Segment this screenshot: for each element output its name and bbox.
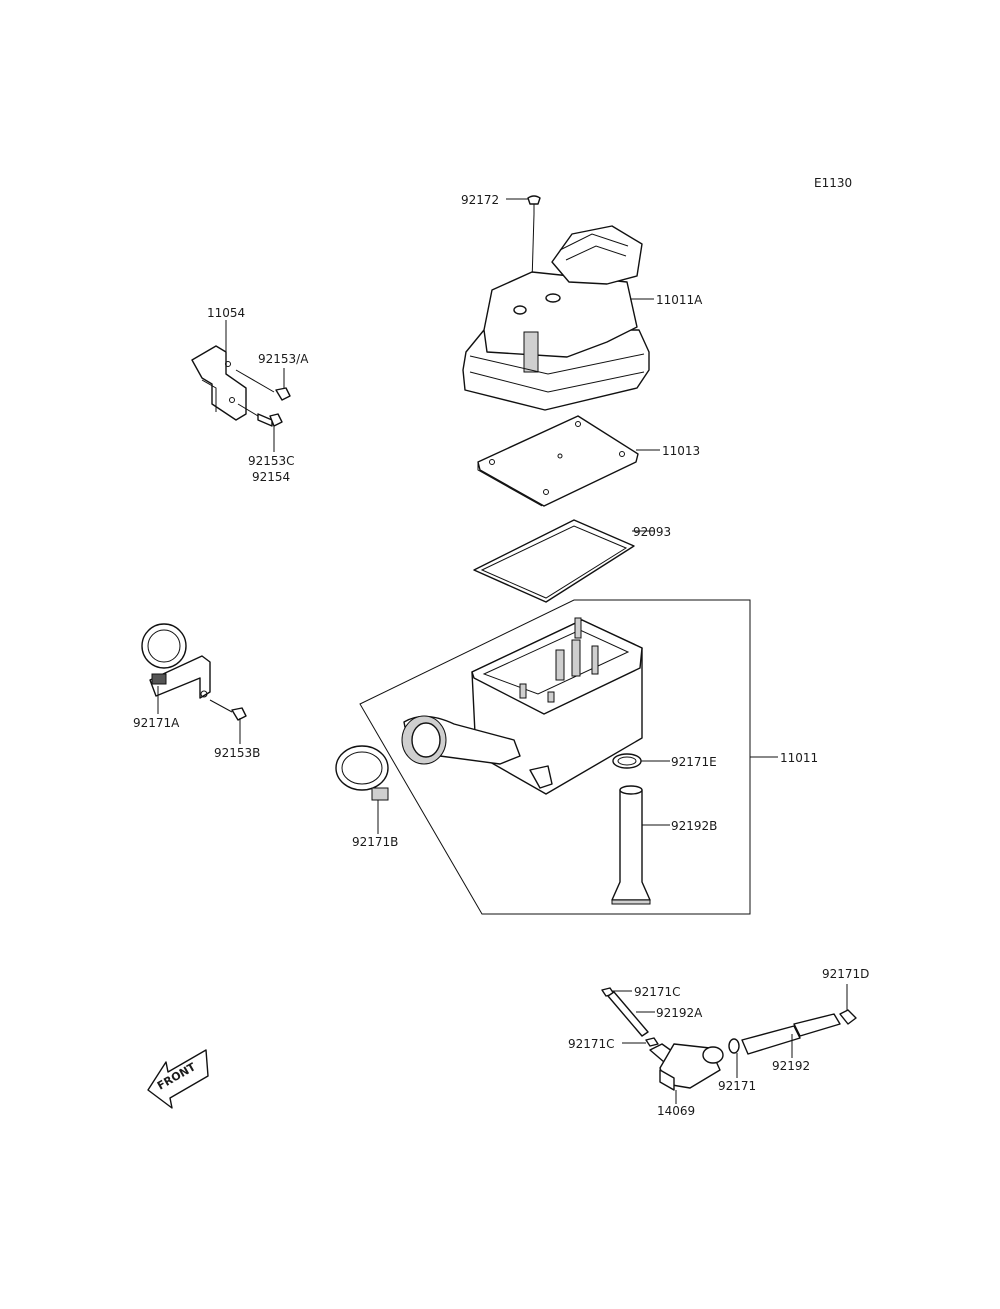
label-92171B[interactable]: 92171B [352,835,398,849]
part-92153A-bolt[interactable] [235,369,291,401]
part-92153B-bolt[interactable] [209,699,247,721]
part-11054-bracket[interactable] [191,345,247,421]
part-92192B-tube[interactable] [611,785,651,905]
part-11011A-cover[interactable] [462,225,650,411]
part-92153C-bolt[interactable] [237,403,283,427]
label-92153B[interactable]: 92153B [214,746,260,760]
label-14069[interactable]: 14069 [657,1104,695,1118]
part-92192A-hose[interactable] [607,991,649,1037]
label-92153A[interactable]: 92153/A [258,352,309,366]
part-92192-hose[interactable] [741,1013,841,1055]
label-92192A[interactable]: 92192A [656,1006,703,1020]
part-92171-clip[interactable] [728,1038,740,1054]
label-92171C-top[interactable]: 92171C [634,985,681,999]
part-92171E-clamp[interactable] [612,753,642,769]
part-92171D-clip[interactable] [839,1009,857,1025]
part-92093-gasket[interactable] [473,519,635,603]
label-92171D[interactable]: 92171D [822,967,869,981]
part-92171B-clamp[interactable] [335,745,389,801]
label-92171E[interactable]: 92171E [671,755,717,769]
label-92192B[interactable]: 92192B [671,819,717,833]
part-92171C-clip-mid[interactable] [645,1037,659,1047]
part-92172-screw[interactable] [527,195,541,214]
label-11054[interactable]: 11054 [207,306,245,320]
label-92172[interactable]: 92172 [461,193,499,207]
label-92171A[interactable]: 92171A [133,716,180,730]
diagram-code: E1130 [814,176,852,190]
part-92171A-clamp[interactable] [141,623,211,699]
label-92153C[interactable]: 92153C [248,454,295,468]
label-92154[interactable]: 92154 [252,470,290,484]
label-92192[interactable]: 92192 [772,1059,810,1073]
label-11011[interactable]: 11011 [780,751,818,765]
part-11013-element[interactable] [477,415,639,507]
front-arrow-icon: FRONT [147,1049,209,1109]
part-14069-valve[interactable] [649,1043,724,1091]
part-11011-housing[interactable] [401,617,643,795]
label-11013[interactable]: 11013 [662,444,700,458]
label-11011A[interactable]: 11011A [656,293,703,307]
label-92171C-mid[interactable]: 92171C [568,1037,615,1051]
label-92171[interactable]: 92171 [718,1079,756,1093]
label-92093[interactable]: 92093 [633,525,671,539]
